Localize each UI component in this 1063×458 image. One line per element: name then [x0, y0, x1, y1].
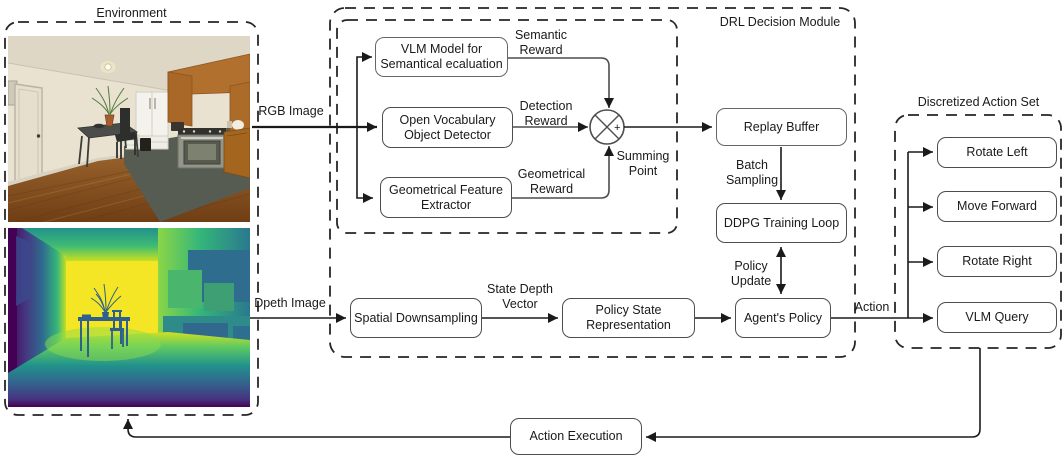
drl-module-title: DRL Decision Module	[719, 15, 841, 29]
feature-extractor-box: Geometrical Feature Extractor	[380, 177, 512, 218]
reward-arrows	[508, 57, 614, 199]
action-set-container	[894, 114, 1062, 349]
detection-reward-label: Detection Reward	[519, 99, 573, 128]
action-set-title: Discretized Action Set	[917, 95, 1040, 109]
environment-container	[4, 21, 259, 416]
drl-module-container	[329, 7, 856, 358]
environment-title: Environment	[96, 6, 167, 20]
feedback-arrows	[123, 348, 981, 442]
action-arrows	[830, 147, 933, 323]
depth-silhouettes	[78, 283, 130, 357]
state-depth-vector-label: State Depth Vector	[486, 282, 553, 311]
batch-sampling-label: Batch Sampling	[725, 158, 779, 187]
replay-buffer-box: Replay Buffer	[716, 108, 847, 146]
vlm-query-box: VLM Query	[937, 302, 1057, 333]
geometrical-reward-label: Geometrical Reward	[517, 167, 586, 196]
summing-point-symbol: +	[589, 109, 625, 145]
spatial-downsampling-box: Spatial Downsampling	[350, 298, 482, 338]
training-arrows	[624, 122, 786, 294]
action-label: Action	[854, 300, 890, 314]
ddpg-loop-box: DDPG Training Loop	[716, 203, 847, 243]
vlm-model-box: VLM Model for Semantical ecaluation	[375, 37, 508, 77]
semantic-reward-label: Semantic Reward	[514, 28, 568, 57]
plus-sign: +	[614, 122, 620, 134]
summing-point-label: Summing Point	[616, 149, 670, 178]
depth-image	[8, 228, 250, 407]
action-execution-box: Action Execution	[510, 418, 642, 455]
object-detector-box: Open Vocabulary Object Detector	[382, 107, 513, 148]
rgb-image-label: RGB Image	[258, 104, 324, 118]
agents-policy-box: Agent's Policy	[735, 298, 831, 338]
rotate-right-box: Rotate Right	[937, 246, 1057, 277]
rgb-image-arrows	[252, 52, 377, 203]
rotate-left-box: Rotate Left	[937, 137, 1057, 168]
move-forward-box: Move Forward	[937, 191, 1057, 222]
policy-update-label: Policy Update	[730, 259, 772, 288]
policy-state-box: Policy State Representation	[562, 298, 695, 338]
rgb-image	[8, 36, 250, 222]
depth-image-label: Dpeth Image	[254, 296, 326, 310]
